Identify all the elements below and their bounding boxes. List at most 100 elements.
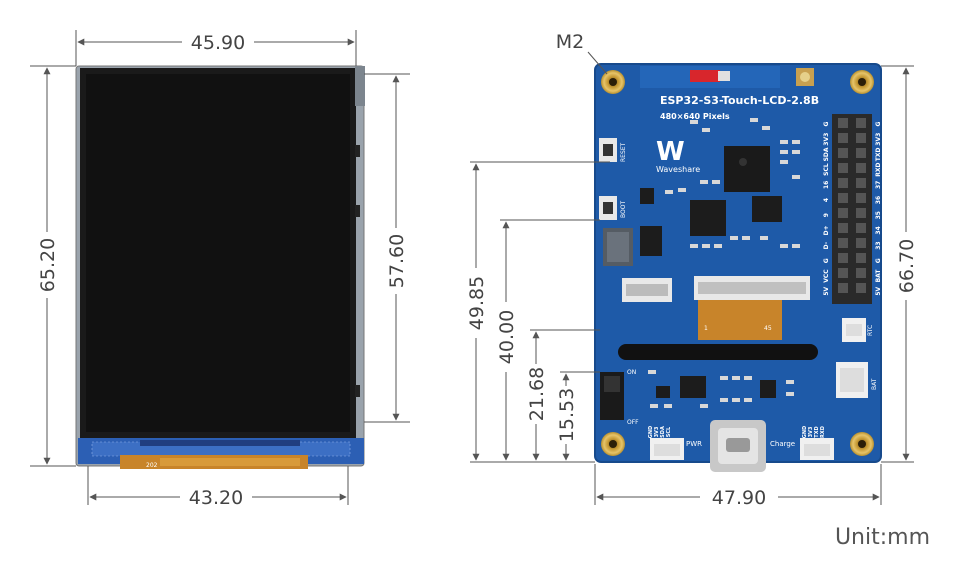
mount-hole-bottom-left-center xyxy=(609,440,617,448)
lcd-fpc-tail-shade xyxy=(160,458,300,466)
header-row2-label-5: 36 xyxy=(875,196,882,204)
i2c-pin-label-0: GND xyxy=(648,426,654,438)
red-component-pad xyxy=(718,71,730,81)
header-row2-label-11: 5V xyxy=(875,286,882,295)
header-row1-label-4: 16 xyxy=(823,181,830,189)
header-row1-label-11: 5V xyxy=(823,286,830,295)
header-row2-label-6: 35 xyxy=(875,211,882,219)
reset-button-cap xyxy=(603,144,613,156)
header-row1-label-2: SDA xyxy=(823,147,830,161)
boot-label: BOOT xyxy=(620,201,627,218)
chip-6 xyxy=(760,380,776,398)
header-row2-label-0: G xyxy=(875,121,882,126)
header-row1-label-0: G xyxy=(823,121,830,126)
lcd-fpc-cable xyxy=(698,300,782,340)
chip-4 xyxy=(640,188,654,204)
back-h2-label: 40.00 xyxy=(496,310,518,364)
header-row2-label-1: 3V3 xyxy=(875,133,882,146)
header-row1-label-7: D+ xyxy=(823,225,830,235)
uart-pin-label-3: RXD xyxy=(820,426,826,438)
mount-hole-top-right-center xyxy=(858,78,866,86)
header-row1-label-10: VCC xyxy=(823,269,830,283)
frame-tab xyxy=(355,205,360,217)
usb-c-tongue xyxy=(726,438,750,452)
mount-hole-top-left-center xyxy=(609,78,617,86)
fpc-pin45-label: 45 xyxy=(764,325,772,332)
reset-label: RESET xyxy=(620,142,627,162)
front-view: 202 xyxy=(75,65,365,469)
chip-7 xyxy=(680,376,706,398)
header-row2-label-7: 34 xyxy=(875,226,882,234)
frame-tab xyxy=(355,66,365,106)
front-width-bottom-label: 43.20 xyxy=(189,487,243,509)
header-row1-label-9: G xyxy=(823,258,830,263)
header-row1-label-6: 9 xyxy=(823,213,830,217)
lcd-fpc-connector-inner xyxy=(698,282,806,294)
uart-pin-label-1: 3V3 xyxy=(808,426,814,437)
board-title: ESP32-S3-Touch-LCD-2.8B xyxy=(660,94,819,107)
uart-connector-inner xyxy=(804,444,830,456)
switch-off-label: OFF xyxy=(627,419,639,426)
header-row1-label-8: D- xyxy=(823,241,830,249)
fpc-code-text: 202 xyxy=(146,462,158,469)
passive-components xyxy=(648,118,800,408)
pcb-board xyxy=(595,64,881,462)
front-width-top-label: 45.90 xyxy=(191,32,245,54)
header-row2-label-10: BAT xyxy=(875,269,882,283)
boot-button-cap xyxy=(603,202,613,214)
rtc-label: RTC xyxy=(867,325,874,336)
header-row1-label-3: SCL xyxy=(823,163,830,176)
back-dimensions xyxy=(470,51,914,505)
i2c-pin-label-2: SDA xyxy=(660,426,666,438)
waveshare-logo-icon: W xyxy=(656,137,685,167)
board-subtitle: 480×640 Pixels xyxy=(660,112,730,121)
switch-on-label: ON xyxy=(627,369,636,376)
frame-tab xyxy=(355,145,360,157)
display-slot xyxy=(618,344,818,360)
back-h1-label: 49.85 xyxy=(466,276,488,330)
pwr-label: PWR xyxy=(686,440,702,448)
uart-pin-label-2: TXD xyxy=(814,426,820,437)
red-component xyxy=(690,70,720,82)
chip-8 xyxy=(656,386,670,398)
lcd-screen xyxy=(86,74,350,432)
header-row2-label-9: G xyxy=(875,258,882,263)
battery-connector-inner xyxy=(840,368,864,392)
i2c-pin-label-3: SCL xyxy=(666,426,672,437)
chip-3 xyxy=(752,196,782,222)
fpc-pin1-label: 1 xyxy=(704,325,708,332)
front-height-right-label: 57.60 xyxy=(386,234,408,288)
m2-hole-label: M2 xyxy=(556,31,584,53)
chip-2 xyxy=(690,200,726,236)
main-chip-dot xyxy=(739,158,747,166)
main-chip xyxy=(724,146,770,192)
header-row2-label-4: 37 xyxy=(875,181,882,189)
header-row2-label-8: 33 xyxy=(875,241,882,249)
back-h4-label: 15.53 xyxy=(556,388,578,442)
header-row1-label-1: 3V3 xyxy=(823,133,830,146)
lcd-pcb-bar xyxy=(140,440,300,446)
small-fpc-connector-inner xyxy=(626,284,668,296)
uart-pin-label-0: GND xyxy=(802,426,808,438)
rtc-connector-inner xyxy=(846,324,862,336)
header-row2-label-3: RXD xyxy=(875,162,882,176)
i2c-pin-label-1: 3V3 xyxy=(654,426,660,437)
brand-label: Waveshare xyxy=(656,165,700,174)
front-dimensions xyxy=(30,30,410,505)
front-height-left-label: 65.20 xyxy=(37,238,59,292)
speaker-component-top xyxy=(607,232,629,262)
pin-header-pins xyxy=(838,118,866,293)
back-height-right-label: 66.70 xyxy=(896,239,918,293)
back-width-bottom-label: 47.90 xyxy=(712,487,766,509)
bat-label: BAT xyxy=(871,378,878,390)
power-switch-knob xyxy=(604,376,620,392)
header-row2-label-2: TXD xyxy=(875,148,882,162)
chip-5 xyxy=(640,226,662,256)
i2c-connector-inner xyxy=(654,444,680,456)
back-view: ESP32-S3-Touch-LCD-2.8B 480×640 Pixels W… xyxy=(594,63,882,472)
